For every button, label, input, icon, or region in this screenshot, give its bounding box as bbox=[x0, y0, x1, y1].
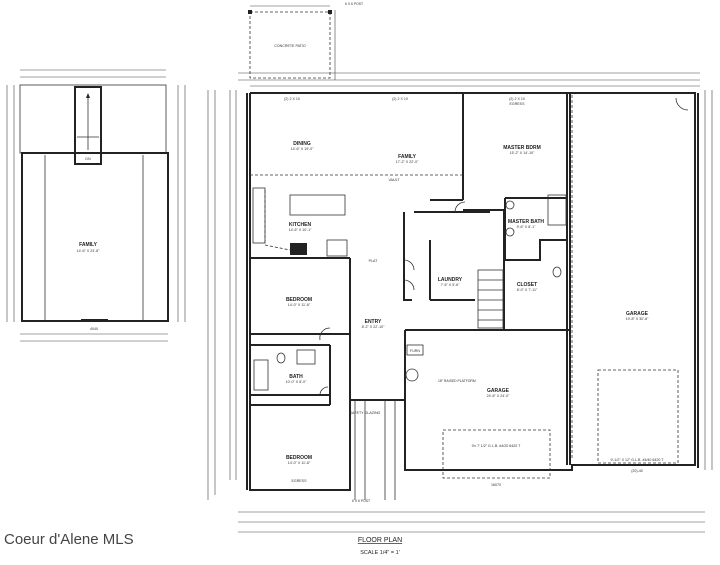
upper-family-size: 14'-6" X 23'-8" bbox=[77, 249, 100, 253]
master-bdrm-size: 15'-2" X 14'-10" bbox=[510, 151, 535, 155]
garage-door-right-code: (20)-40 bbox=[631, 469, 643, 473]
entry-size: 8'-2" X 22'-10" bbox=[362, 325, 385, 329]
kitchen-size: 14'-6" X 10'-1" bbox=[289, 228, 312, 232]
bedroom-1-size: 14'-0" X 11'-6" bbox=[288, 303, 311, 307]
stair bbox=[74, 86, 102, 165]
garage-door-left-note: 9'x 7' 1/2" G.L.B. #4/20 6420 T bbox=[472, 444, 522, 448]
family-size: 17'-2" X 22'-0" bbox=[396, 160, 419, 164]
bath-size: 10'-0" X 8'-0" bbox=[286, 380, 307, 384]
furn-note: FURN bbox=[410, 349, 420, 353]
bath-label: BATH bbox=[289, 374, 303, 380]
patio-label: CONCRETE PATIO bbox=[274, 44, 306, 48]
upper-floor-plan bbox=[6, 69, 186, 342]
garage-right-label: GARAGE bbox=[626, 311, 649, 317]
window bbox=[81, 319, 108, 322]
bedroom-1-label: BEDROOM bbox=[286, 297, 312, 303]
arrow-up-icon bbox=[86, 93, 90, 98]
dining-size: 14'-6" X 19'-0" bbox=[291, 147, 314, 151]
closet-label: CLOSET bbox=[517, 282, 537, 288]
plat-note: PLAT bbox=[369, 259, 379, 263]
vault-note: VAULT bbox=[388, 178, 400, 182]
egress-bed2-note: EGRESS bbox=[292, 479, 308, 483]
raised-platform-note: 18" RAISED PLATFORM bbox=[438, 379, 476, 383]
kitchen-label: KITCHEN bbox=[289, 222, 312, 228]
closet-size: 8'-0" X 7'-11" bbox=[517, 288, 538, 292]
bedroom-2-size: 14'-0" X 11'-6" bbox=[288, 461, 311, 465]
garage-left-size: 24'-8" X 24'-0" bbox=[487, 394, 510, 398]
header-note-mbr: (2) 2 X 10 bbox=[509, 97, 525, 101]
range bbox=[290, 243, 307, 255]
upper-window-label: 4040 bbox=[90, 327, 98, 331]
master-bath-label: MASTER BATH bbox=[508, 219, 544, 225]
plan-title: FLOOR PLAN bbox=[358, 537, 402, 544]
mls-watermark: Coeur d'Alene MLS bbox=[4, 531, 134, 548]
main-floor-plan bbox=[207, 5, 713, 533]
header-note-2: (2) 2 X 10 bbox=[392, 97, 408, 101]
kitchen-island bbox=[289, 194, 346, 216]
garage-door-right-note: 9'-1/2" X 12" G.L.B. #4/40 6420 T bbox=[610, 458, 664, 462]
safety-glazing-note: SAFETY GLAZING bbox=[350, 411, 381, 415]
bedroom-2-label: BEDROOM bbox=[286, 455, 312, 461]
garage-left-label: GARAGE bbox=[487, 388, 510, 394]
dining-label: DINING bbox=[293, 141, 311, 147]
kitchen-counter bbox=[252, 187, 266, 244]
stair-label: DN bbox=[85, 157, 91, 161]
master-bdrm-label: MASTER BDRM bbox=[503, 145, 541, 151]
garage-right-size: 19'-8" X 30'-8" bbox=[626, 317, 649, 321]
garage-door-left-code: 16070 bbox=[491, 483, 501, 487]
laundry-label: LAUNDRY bbox=[438, 277, 463, 283]
header-note-1: (2) 2 X 10 bbox=[284, 97, 300, 101]
family-label: FAMILY bbox=[398, 154, 417, 160]
upper-family-label: FAMILY bbox=[79, 242, 98, 248]
post-bottom-note: 6 X 6 POST bbox=[352, 499, 370, 503]
entry-label: ENTRY bbox=[365, 319, 382, 325]
egress-mbr-note: EGRESS bbox=[510, 102, 526, 106]
plan-scale: SCALE 1/4" = 1' bbox=[360, 550, 400, 556]
fridge bbox=[326, 239, 348, 257]
master-bath-size: 9'-6" X 8'-1" bbox=[517, 225, 536, 229]
laundry-size: 7'-6" X 5'-6" bbox=[441, 283, 460, 287]
post-top-note: 6 X 6 POST bbox=[345, 2, 363, 6]
